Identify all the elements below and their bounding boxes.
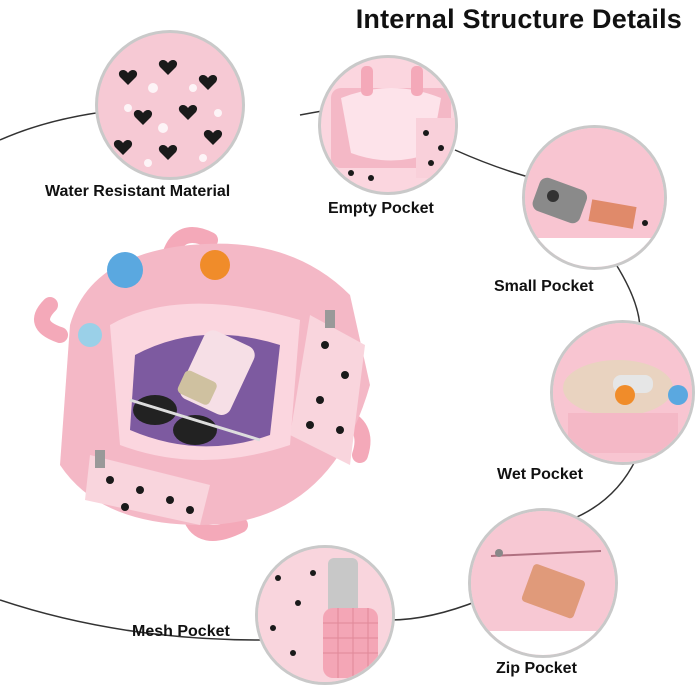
water-resistant-label: Water Resistant Material <box>45 183 231 200</box>
small-pocket-label: Small Pocket <box>494 278 594 295</box>
zip-pocket-label: Zip Pocket <box>496 660 577 677</box>
mesh-pocket-label: Mesh Pocket <box>132 623 230 640</box>
water-resistant-material-image <box>95 30 245 180</box>
wet-pocket-label: Wet Pocket <box>497 466 583 483</box>
wet-pocket-image <box>550 320 695 465</box>
zip-pocket-image <box>468 508 618 658</box>
empty-pocket-label: Empty Pocket <box>328 200 434 217</box>
main-bag-image <box>34 227 371 541</box>
page-title: Internal Structure Details <box>355 4 682 34</box>
empty-pocket-image <box>318 55 458 195</box>
mesh-pocket-image <box>255 545 395 685</box>
small-pocket-image <box>522 125 667 270</box>
